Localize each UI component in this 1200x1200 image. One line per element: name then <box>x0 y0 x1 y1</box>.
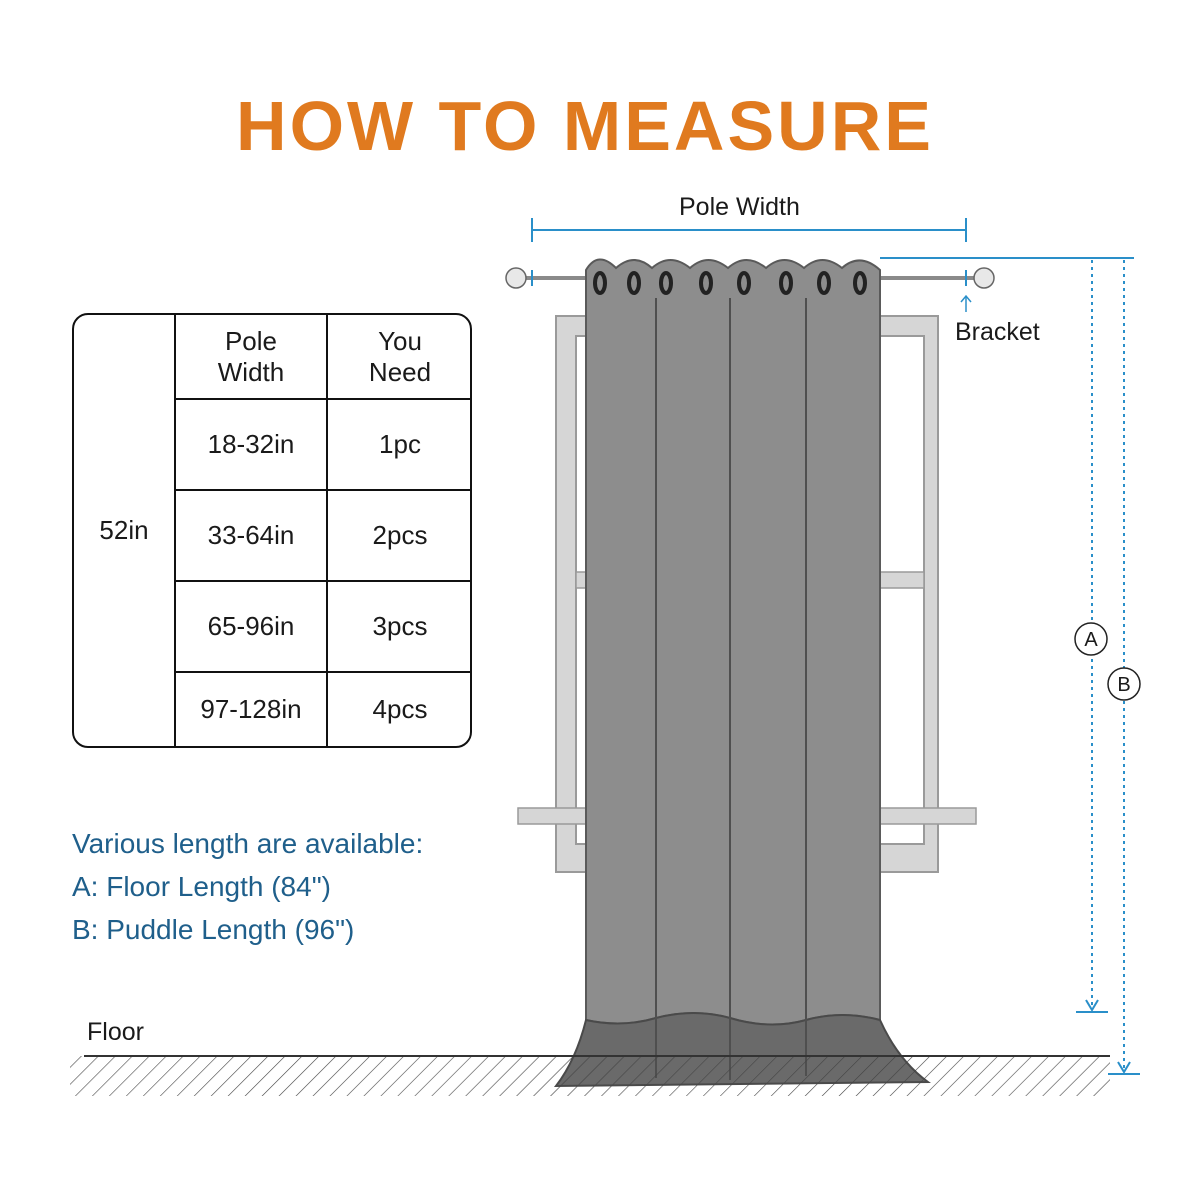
page-title: HOW TO MEASURE <box>236 87 934 165</box>
curtain-panel <box>585 258 881 1026</box>
curtain-folds <box>655 298 807 1080</box>
table-cell-you-need: 3pcs <box>328 582 470 673</box>
bracket-label: Bracket <box>955 318 1040 346</box>
header-pole-width: Pole Width <box>176 315 328 400</box>
lengths-heading: Various length are available: <box>72 828 424 859</box>
table-cell-you-need: 2pcs <box>328 491 470 582</box>
fabric-width-cell: 52in <box>74 315 176 746</box>
marker-b: B <box>1107 667 1141 701</box>
pole-width-label: Pole Width <box>679 193 800 221</box>
table-cell-pole-width: 97-128in <box>176 673 328 746</box>
marker-a-label: A <box>1084 629 1098 651</box>
bracket-arrow-icon <box>960 294 972 312</box>
table-cell-pole-width: 33-64in <box>176 491 328 582</box>
available-lengths: Various length are available: A: Floor L… <box>72 822 423 951</box>
length-a: A: Floor Length (84") <box>72 871 331 902</box>
floor-label: Floor <box>87 1018 144 1046</box>
grommet-icons <box>593 271 867 295</box>
floor <box>70 1055 1110 1096</box>
table-cell-pole-width: 65-96in <box>176 582 328 673</box>
marker-b-label: B <box>1117 674 1130 696</box>
marker-a: A <box>1074 622 1108 656</box>
length-b: B: Puddle Length (96") <box>72 914 355 945</box>
header-you-need: You Need <box>328 315 470 400</box>
pole-width-dimension <box>531 218 967 242</box>
table-cell-you-need: 4pcs <box>372 694 428 724</box>
table-cell-pole-width: 18-32in <box>176 400 328 491</box>
size-table: 52in Pole Width You Need 18-32in 1pc 33-… <box>72 313 472 748</box>
table-cell-you-need: 1pc <box>328 400 470 491</box>
